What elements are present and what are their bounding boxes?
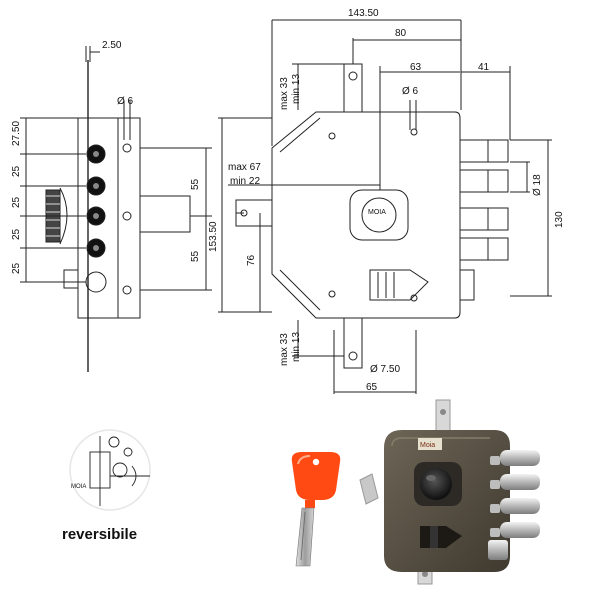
dim-hole: Ø 6: [117, 96, 134, 107]
dim-63: 63: [410, 62, 422, 73]
dim-overall-width: 143.50: [348, 8, 379, 19]
dim-bottom-dia: Ø 7.50: [370, 364, 400, 375]
dim-r-1: 55: [190, 178, 201, 190]
side-view: [20, 46, 212, 372]
dim-41: 41: [478, 62, 490, 73]
dim-65: 65: [366, 382, 378, 393]
dim-height: 153.50: [208, 221, 219, 252]
reversible-brand: MOIA: [71, 484, 86, 490]
dim-v-4: 25: [11, 228, 22, 240]
dim-v-3: 25: [11, 196, 22, 208]
dim-v-5: 25: [11, 262, 22, 274]
dim-130: 130: [554, 211, 565, 228]
dim-top-min: min 13: [291, 74, 302, 104]
dim-bolt-hole: Ø 6: [402, 86, 419, 97]
dim-bottom-max: max 33: [279, 333, 290, 366]
lock-photo: Moia: [359, 399, 540, 585]
front-view-labels: 143.50 80 63 41 max 33 min 13 Ø 6 153.50…: [208, 8, 565, 393]
dim-v-2: 25: [11, 165, 22, 177]
cylinder-brand: MOIA: [368, 209, 386, 216]
dim-v-1: 27.50: [11, 121, 22, 146]
dim-backset-min: min 22: [230, 176, 260, 187]
front-view: [218, 19, 552, 394]
reversible-detail: MOIA: [69, 429, 151, 511]
reversible-caption: reversibile: [62, 526, 138, 543]
dim-top: 2.50: [102, 40, 122, 51]
dim-backset-max: max 67: [228, 162, 261, 173]
dim-r-2: 55: [190, 250, 201, 262]
dim-top-max: max 33: [279, 77, 290, 110]
side-view-labels: 2.50 Ø 6 27.50 25 25 25 25 55 55: [11, 40, 201, 274]
dim-76: 76: [246, 254, 257, 266]
dim-bolt-dia: Ø 18: [532, 174, 543, 196]
dim-80: 80: [395, 28, 407, 39]
lock-label: Moia: [420, 442, 435, 449]
key-photo: [291, 452, 341, 567]
dim-bottom-min: min 13: [291, 332, 302, 362]
